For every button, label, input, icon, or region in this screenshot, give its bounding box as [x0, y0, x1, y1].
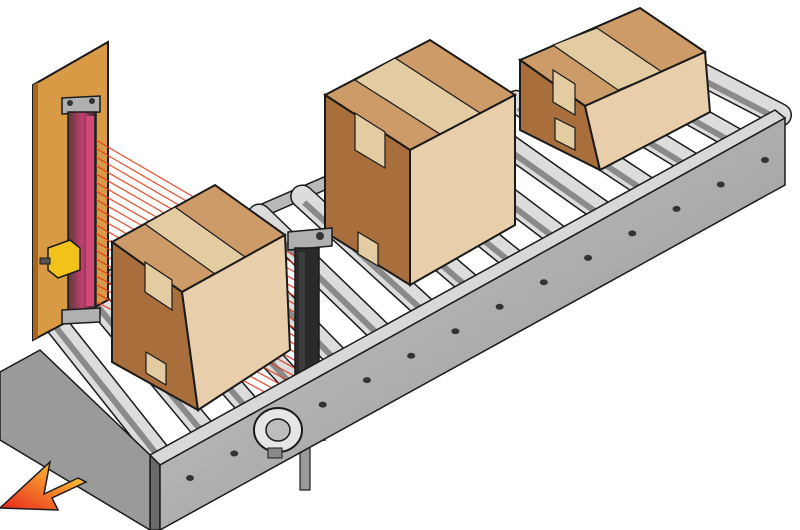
conveyor-near-rail [0, 109, 787, 530]
bolt-hole [230, 450, 239, 457]
cardboard-box-far [517, 6, 712, 172]
rail-bolt-holes [186, 157, 769, 481]
bolt-hole [495, 303, 504, 310]
cardboard-box-front [110, 183, 292, 412]
bolt-hole [362, 377, 371, 384]
encoder-wheel [253, 407, 303, 459]
bolt-hole [539, 279, 548, 286]
bolt-hole [761, 157, 769, 163]
emitter-sensor-yellow [39, 239, 81, 279]
cardboard-box-middle [323, 38, 517, 287]
emitter-light-curtain [39, 95, 101, 325]
bolt-hole [584, 254, 593, 261]
bolt-hole [451, 328, 460, 335]
arrow-down-left-icon [0, 459, 88, 511]
bolt-hole [672, 205, 681, 212]
bolt-hole [628, 230, 637, 237]
bolt-hole [716, 181, 725, 188]
bolt-hole [318, 401, 327, 408]
conveyor-roller [33, 298, 172, 467]
bolt-hole [407, 352, 416, 359]
bolt-hole [186, 475, 194, 481]
